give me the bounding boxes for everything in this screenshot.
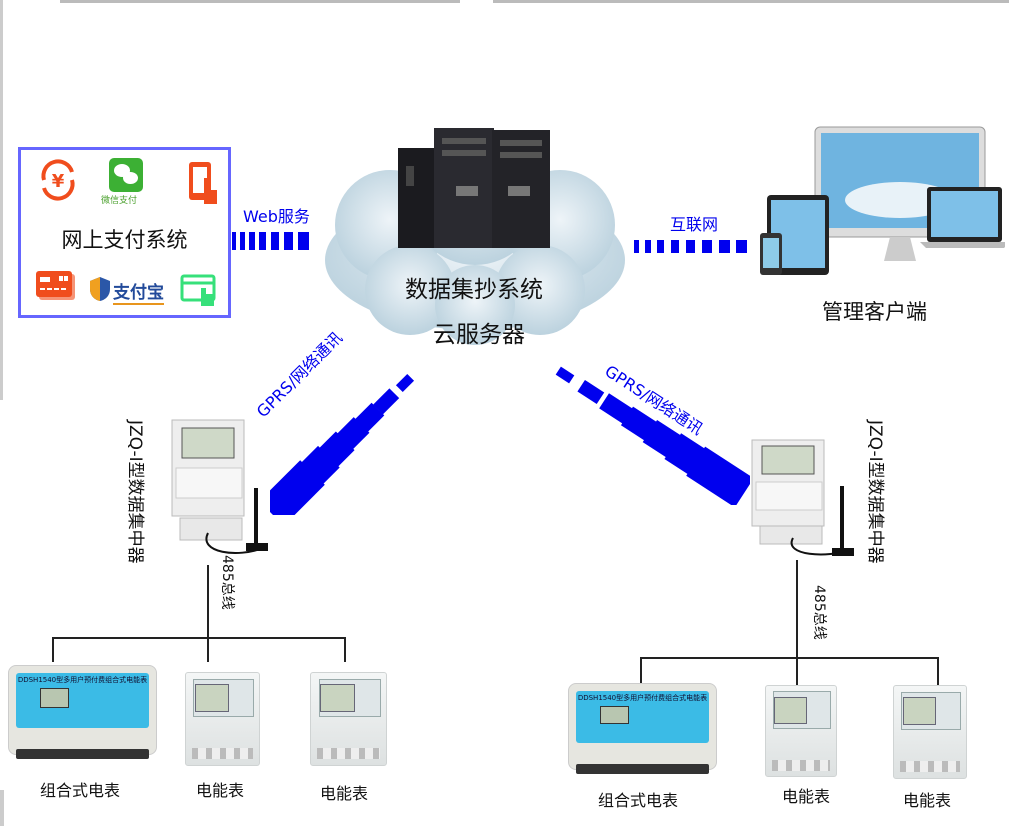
- gprs-left-dashes: [270, 373, 415, 515]
- left-meter-label-3: 电能表: [320, 784, 369, 803]
- web-link-dashes: [232, 232, 309, 250]
- card-icon: [36, 271, 75, 300]
- combo-meter-title: DDSH1540型多用户预付费组合式电能表: [577, 693, 708, 702]
- right-bus-trunk: [796, 560, 798, 658]
- cloud-server-title: 云服务器: [433, 322, 525, 348]
- left-edge: [0, 790, 4, 826]
- bus-drop: [344, 637, 346, 662]
- bus-drop: [640, 657, 642, 683]
- left-energy-meter-2: [310, 672, 387, 766]
- left-energy-meter-1: [185, 672, 260, 766]
- link-dash: [395, 373, 415, 393]
- right-meter-label-2: 电能表: [782, 787, 831, 806]
- right-concentrator-device: [751, 439, 854, 556]
- bus-drop: [52, 637, 54, 662]
- left-combo-meter: DDSH1540型多用户预付费组合式电能表: [8, 665, 157, 759]
- right-energy-meter-1: [765, 685, 837, 777]
- right-meter-label-1: 组合式电表: [598, 791, 679, 810]
- left-bus-trunk: [207, 565, 209, 638]
- combo-meter-title: DDSH1540型多用户预付费组合式电能表: [17, 676, 148, 685]
- payment-title: 网上支付系统: [61, 228, 188, 252]
- link-dash: [686, 446, 750, 505]
- alipay-logo: 支付宝: [113, 278, 164, 305]
- top-edge: [493, 0, 1009, 3]
- link-dash: [555, 366, 575, 384]
- client-label: 管理客户端: [822, 300, 927, 324]
- link-dash: [577, 379, 605, 405]
- left-meter-label-1: 组合式电表: [40, 781, 121, 800]
- internet-link-dashes: [634, 240, 747, 253]
- left-concentrator-label: JZQ-I型数据集中器: [125, 420, 145, 564]
- left-meter-label-2: 电能表: [196, 781, 245, 800]
- payment-system-box: ¥ 微信支付 网上支付系统 支付宝: [18, 147, 231, 318]
- top-edge: [60, 0, 460, 3]
- link-dash: [270, 460, 325, 515]
- left-edge: [0, 0, 3, 400]
- right-energy-meter-2: [893, 685, 967, 779]
- right-bus-label: 485总线: [811, 585, 827, 640]
- bus-drop: [207, 637, 209, 662]
- left-bus-line: [52, 637, 346, 639]
- internet-label: 互联网: [670, 215, 719, 234]
- svg-text:¥: ¥: [52, 171, 65, 192]
- server-icon: [398, 128, 550, 248]
- link-dash: [373, 388, 400, 415]
- wechat-icon: [109, 158, 143, 192]
- left-concentrator-device: [171, 419, 268, 554]
- bus-drop: [796, 657, 798, 685]
- yuan-exchange-icon: ¥: [41, 159, 75, 201]
- alipay-shield-icon: [90, 277, 110, 301]
- right-meter-label-3: 电能表: [903, 791, 952, 810]
- right-bus-line: [640, 657, 939, 659]
- client-devices-icon: [760, 126, 1005, 275]
- phone-tap-icon: [189, 162, 217, 204]
- right-combo-meter: DDSH1540型多用户预付费组合式电能表: [568, 683, 717, 774]
- left-bus-label: 485总线: [219, 555, 235, 610]
- card-tap-icon: [180, 274, 216, 306]
- link-dash: [599, 393, 635, 425]
- gprs-right-dashes: [555, 366, 750, 505]
- wechat-label: 微信支付: [101, 196, 138, 206]
- web-service-label: Web服务: [243, 207, 310, 226]
- cloud-system-title: 数据集抄系统: [405, 277, 543, 303]
- right-concentrator-label: JZQ-I型数据集中器: [865, 420, 885, 564]
- bus-drop: [937, 657, 939, 685]
